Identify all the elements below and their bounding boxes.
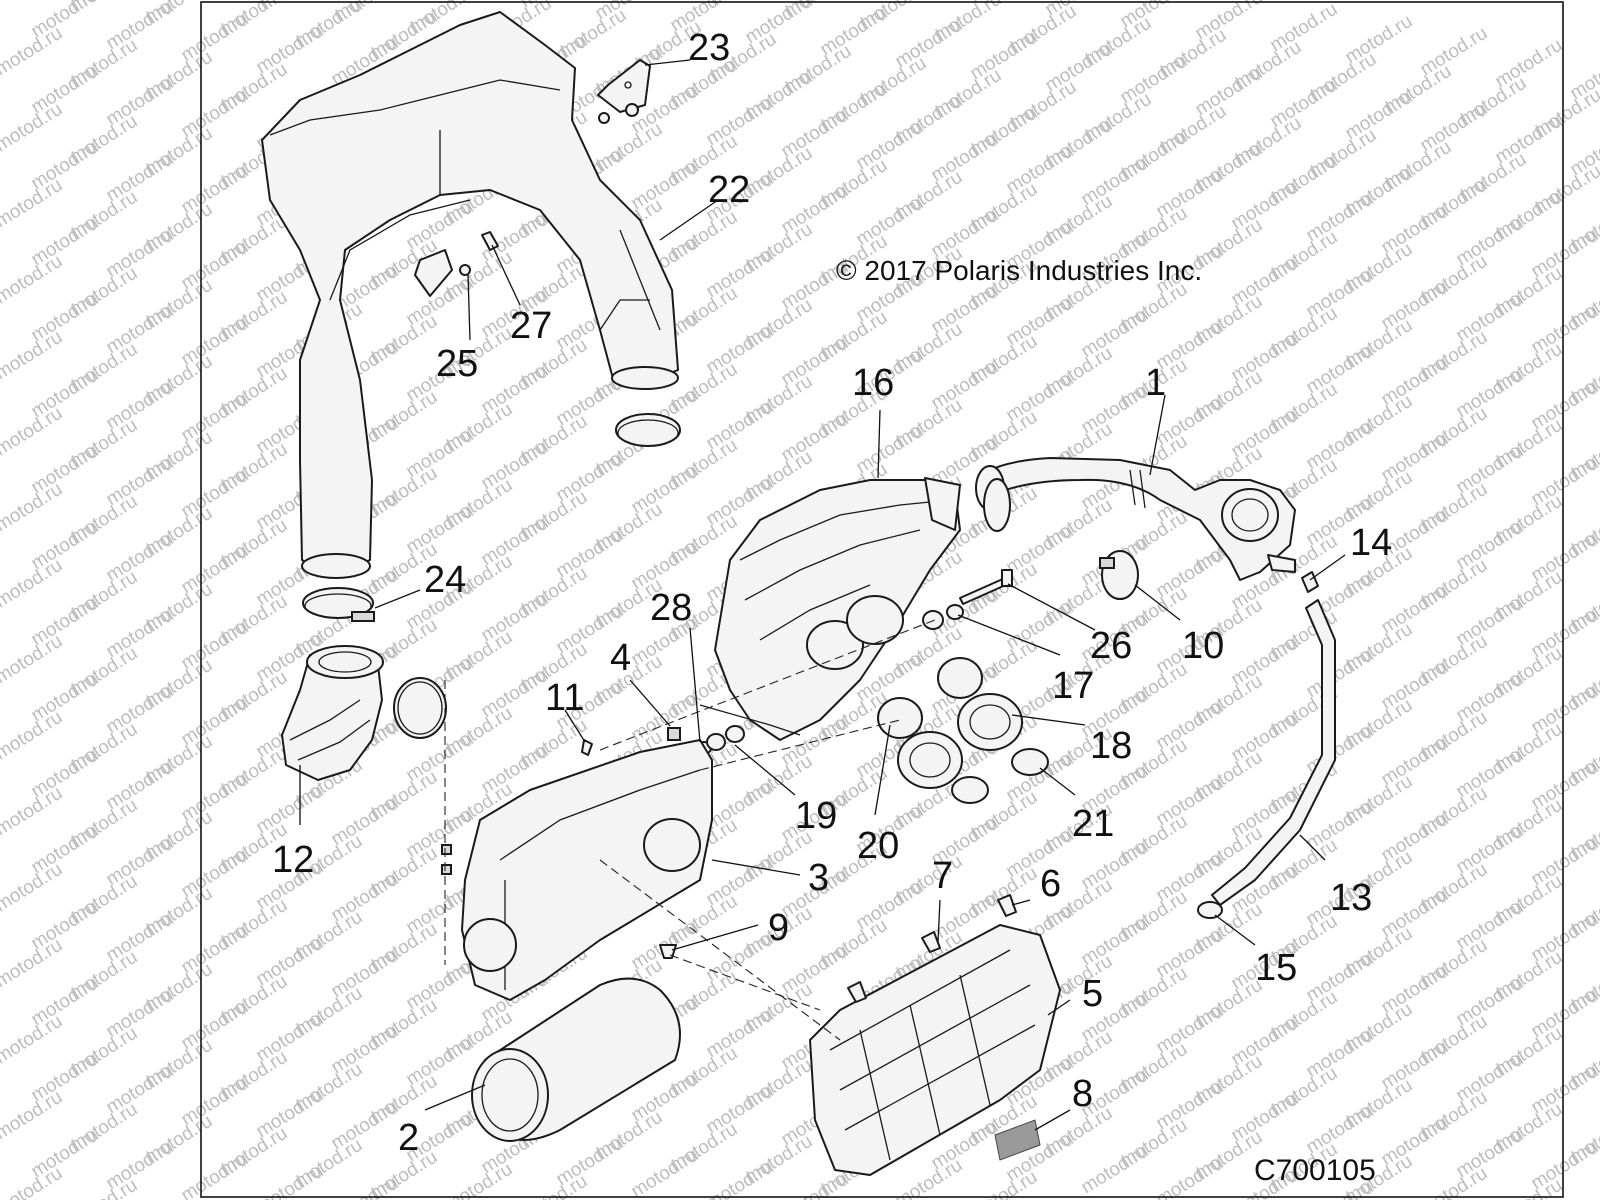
callout-25: 25 <box>436 343 478 385</box>
callout-6: 6 <box>1040 863 1061 905</box>
watermark-text: motod.ru <box>328 1173 403 1200</box>
clamp-10 <box>1099 550 1139 600</box>
callout-21: 21 <box>1072 803 1114 845</box>
callout-24: 24 <box>424 559 466 601</box>
airbox-cover-16 <box>699 477 961 741</box>
callout-9: 9 <box>768 907 789 949</box>
bolt-26 <box>959 569 1013 605</box>
filter-2 <box>471 977 681 1142</box>
watermark-text: motod.ru <box>778 1169 853 1200</box>
watermark-text: motod.ru <box>1153 1153 1228 1200</box>
diagram-frame <box>200 1 1564 1198</box>
callout-11: 11 <box>545 677 584 719</box>
watermark-text: motod.ru <box>0 0 66 4</box>
callout-12: 12 <box>272 839 314 881</box>
screw-11 <box>581 739 593 756</box>
watermark-text: motod.ru <box>178 1149 253 1200</box>
watermark-text: motod.ru <box>253 1161 328 1200</box>
clamps-21 <box>951 748 1049 804</box>
clamp-15 <box>1197 901 1223 919</box>
callout-27: 27 <box>510 305 552 347</box>
callout-2: 2 <box>398 1117 419 1159</box>
callout-5: 5 <box>1082 973 1103 1015</box>
callout-16: 16 <box>852 362 894 404</box>
callout-22: 22 <box>708 169 750 211</box>
bracket-23 <box>597 59 651 124</box>
leader-lines <box>299 59 1346 1131</box>
figure-id: C700105 <box>1254 1154 1376 1187</box>
label-8 <box>994 1119 1041 1161</box>
latch-7 <box>847 931 941 1003</box>
assembly-lines <box>444 619 936 1041</box>
clip-4 <box>667 727 681 741</box>
clamp-1-inlet <box>983 478 1011 532</box>
watermark-text: motod.ru <box>703 1157 778 1200</box>
intake-duct-22 <box>261 11 679 579</box>
callout-20: 20 <box>857 825 899 867</box>
callout-1: 1 <box>1145 362 1166 404</box>
bracket-25 <box>414 231 499 297</box>
clamp-22-outlet <box>615 413 681 447</box>
watermark-text: motod.ru <box>1078 1141 1153 1199</box>
spacer-19 <box>706 725 745 751</box>
watermark-text: motod.ru <box>442 1159 517 1200</box>
cover-5 <box>809 924 1061 1176</box>
callout-10: 10 <box>1182 625 1224 667</box>
callout-28: 28 <box>650 587 692 629</box>
airbox-base-3 <box>441 739 713 1001</box>
callout-17: 17 <box>1052 665 1094 707</box>
callout-13: 13 <box>1330 877 1372 919</box>
latch-6 <box>997 894 1017 917</box>
couplers-18 <box>897 693 1023 789</box>
callout-26: 26 <box>1090 625 1132 667</box>
hose-13 <box>1211 599 1336 906</box>
clamp-24 <box>302 587 375 622</box>
watermark-text: motod.ru <box>628 1145 703 1200</box>
watermark-text: motod.ru <box>892 1155 967 1200</box>
drain-9 <box>659 944 677 959</box>
elbow-12 <box>281 645 447 781</box>
fitting-14 <box>1301 571 1319 593</box>
callout-8: 8 <box>1072 1073 1093 1115</box>
callout-3: 3 <box>808 857 829 899</box>
callout-23: 23 <box>688 27 730 69</box>
callout-15: 15 <box>1255 947 1297 989</box>
callout-19: 19 <box>795 795 837 837</box>
copyright-notice: © 2017 Polaris Industries Inc. <box>836 255 1202 286</box>
callout-14: 14 <box>1350 522 1392 564</box>
callout-18: 18 <box>1090 725 1132 767</box>
callout-7: 7 <box>932 855 953 897</box>
callout-labels: 1 2 3 4 5 6 7 8 9 10 11 12 13 14 15 16 1… <box>272 27 1392 1159</box>
callout-4: 4 <box>610 637 631 679</box>
